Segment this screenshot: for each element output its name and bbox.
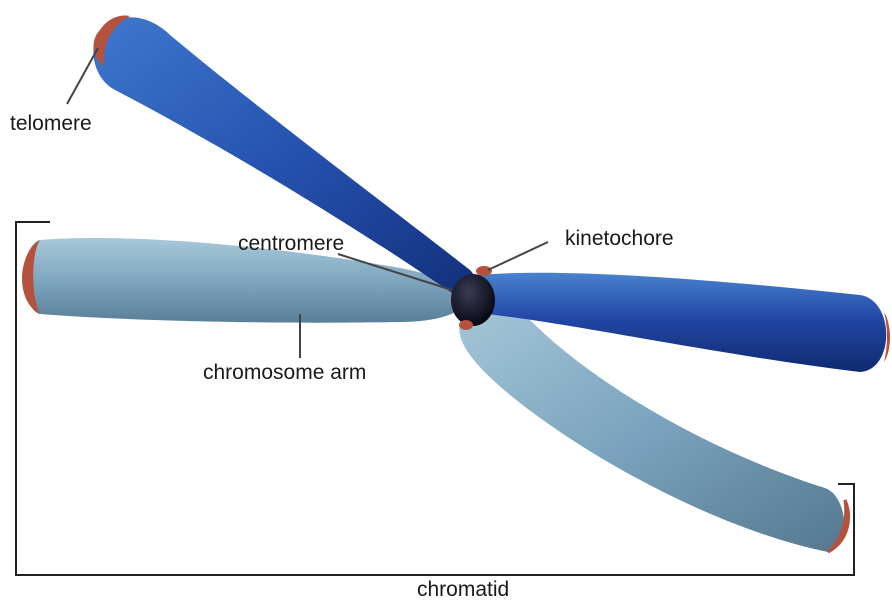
kinetochore-label: kinetochore: [565, 228, 674, 249]
telomere-label: telomere: [10, 113, 92, 134]
telomere-pointer: [67, 48, 98, 104]
chromatid-label: chromatid: [417, 579, 509, 600]
centromere-label: centromere: [238, 233, 344, 254]
chromosome-arm-label: chromosome arm: [203, 362, 366, 383]
kinetochore-top: [476, 266, 492, 276]
centromere: [451, 274, 495, 326]
kinetochore-pointer: [488, 242, 548, 270]
kinetochore-bottom: [459, 320, 473, 330]
